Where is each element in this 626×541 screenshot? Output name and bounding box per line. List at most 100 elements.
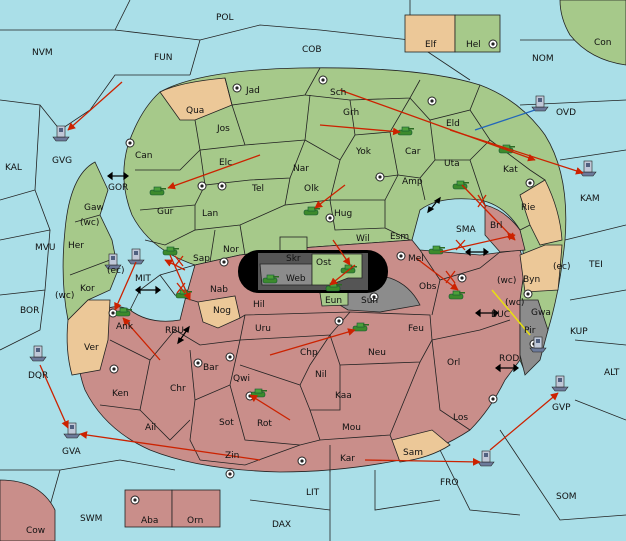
label-gur: Gur bbox=[157, 207, 174, 217]
label-rie: Rie bbox=[521, 203, 536, 213]
province-cow[interactable] bbox=[0, 479, 56, 541]
support-line-yellow bbox=[491, 289, 531, 336]
label-kup: KUP bbox=[570, 327, 588, 337]
label-mvu: MVU bbox=[35, 243, 56, 253]
label-kor: Kor bbox=[80, 284, 95, 294]
label-gvp: GVP bbox=[552, 403, 571, 413]
label-gor: GOR bbox=[108, 183, 128, 193]
label-mit: MIT bbox=[135, 274, 151, 284]
label-gvg: GVG bbox=[52, 156, 72, 166]
label-orl: Orl bbox=[447, 358, 460, 368]
label-chp: Chp bbox=[300, 348, 318, 358]
province-rie[interactable] bbox=[519, 179, 563, 246]
label-fro: FRO bbox=[440, 478, 459, 488]
label-obs: Obs bbox=[419, 282, 437, 292]
label-car: Car bbox=[405, 147, 421, 157]
label-web: Web bbox=[286, 274, 306, 284]
province-orn[interactable] bbox=[171, 489, 221, 528]
province-qua[interactable] bbox=[159, 77, 233, 121]
label-con: Con bbox=[594, 38, 612, 48]
label-eld: Eld bbox=[446, 119, 460, 129]
province-byn[interactable] bbox=[519, 244, 563, 293]
label-hil: Hil bbox=[253, 300, 265, 310]
failed-orders bbox=[174, 194, 487, 294]
label-aba: Aba bbox=[141, 516, 158, 526]
label-kar: Kar bbox=[340, 454, 355, 464]
label-wc-kor: (wc) bbox=[55, 291, 74, 301]
label-rod: ROD bbox=[499, 354, 519, 364]
label-los: Los bbox=[453, 413, 468, 423]
label-eun: Eun bbox=[325, 296, 342, 306]
label-elc: Elc bbox=[219, 158, 232, 168]
region-west-arc bbox=[62, 161, 119, 321]
label-jad: Jad bbox=[245, 86, 260, 96]
label-kal: KAL bbox=[5, 163, 22, 173]
order-arrows bbox=[39, 81, 584, 466]
province-sam[interactable] bbox=[391, 429, 451, 463]
label-hel: Hel bbox=[466, 40, 481, 50]
label-elf: Elf bbox=[425, 40, 437, 50]
label-sun: Sun bbox=[361, 296, 378, 306]
label-esm: Esm bbox=[390, 232, 409, 242]
label-ken: Ken bbox=[112, 389, 129, 399]
label-ovd: OVD bbox=[556, 108, 576, 118]
label-gwa: Gwa bbox=[531, 308, 551, 318]
label-ec-her: (ec) bbox=[107, 266, 125, 276]
label-ost: Ost bbox=[316, 258, 332, 268]
label-olk: Olk bbox=[304, 184, 320, 194]
label-kaa: Kaa bbox=[335, 391, 352, 401]
label-hug: Hug bbox=[334, 209, 352, 219]
label-qua: Qua bbox=[186, 106, 204, 116]
label-uru: Uru bbox=[255, 324, 271, 334]
label-dax: DAX bbox=[272, 520, 291, 530]
province-elf[interactable] bbox=[404, 14, 456, 53]
label-buc: BUC bbox=[491, 310, 510, 320]
label-sch: Sch bbox=[330, 88, 346, 98]
label-wc-gaw: (wc) bbox=[80, 218, 99, 228]
label-gaw: Gaw bbox=[84, 203, 104, 213]
label-mel: Mel bbox=[408, 254, 424, 264]
label-lan: Lan bbox=[202, 209, 218, 219]
label-sot: Sot bbox=[219, 418, 234, 428]
label-byn: Byn bbox=[523, 275, 540, 285]
label-kat: Kat bbox=[503, 165, 518, 175]
label-brl: Brl bbox=[490, 221, 502, 231]
label-wc-buc: (wc) bbox=[505, 298, 524, 308]
label-nog: Nog bbox=[213, 306, 231, 316]
label-pir: Pir bbox=[524, 326, 536, 336]
province-ver[interactable] bbox=[66, 299, 111, 376]
label-yok: Yok bbox=[355, 147, 372, 157]
label-wc-byn: (wc) bbox=[497, 276, 516, 286]
label-gva: GVA bbox=[62, 447, 82, 457]
label-tei: TEI bbox=[588, 260, 603, 270]
label-sap: Sap bbox=[193, 254, 210, 264]
label-bor: BOR bbox=[20, 306, 39, 316]
label-dqr: DQR bbox=[28, 371, 48, 381]
label-wil: Wil bbox=[356, 234, 370, 244]
label-neu: Neu bbox=[368, 348, 386, 358]
label-som: SOM bbox=[556, 492, 577, 502]
label-swm: SWM bbox=[80, 514, 102, 524]
label-kam: KAM bbox=[580, 194, 600, 204]
label-fun: FUN bbox=[154, 53, 173, 63]
map-labels: POL NVM FUN COB NOM Elf Hel Con OVD KAL … bbox=[5, 13, 620, 536]
label-cow: Cow bbox=[26, 526, 45, 536]
label-qwi: Qwi bbox=[233, 374, 250, 384]
label-zin: Zin bbox=[225, 451, 239, 461]
label-cob: COB bbox=[302, 45, 322, 55]
label-ec-byn: (ec) bbox=[553, 262, 571, 272]
label-sam: Sam bbox=[403, 448, 423, 458]
label-nil: Nil bbox=[315, 370, 327, 380]
label-can: Can bbox=[135, 151, 153, 161]
support-line-blue bbox=[474, 109, 536, 131]
label-jos: Jos bbox=[216, 124, 230, 134]
province-con[interactable] bbox=[559, 0, 626, 66]
province-nog[interactable] bbox=[197, 295, 241, 329]
label-ver: Ver bbox=[84, 343, 99, 353]
label-bar: Bar bbox=[203, 363, 219, 373]
label-chr: Chr bbox=[170, 384, 186, 394]
label-amp: Amp bbox=[402, 177, 423, 187]
label-nab: Nab bbox=[210, 285, 228, 295]
label-her: Her bbox=[68, 241, 84, 251]
coastal-crossings bbox=[107, 171, 519, 373]
